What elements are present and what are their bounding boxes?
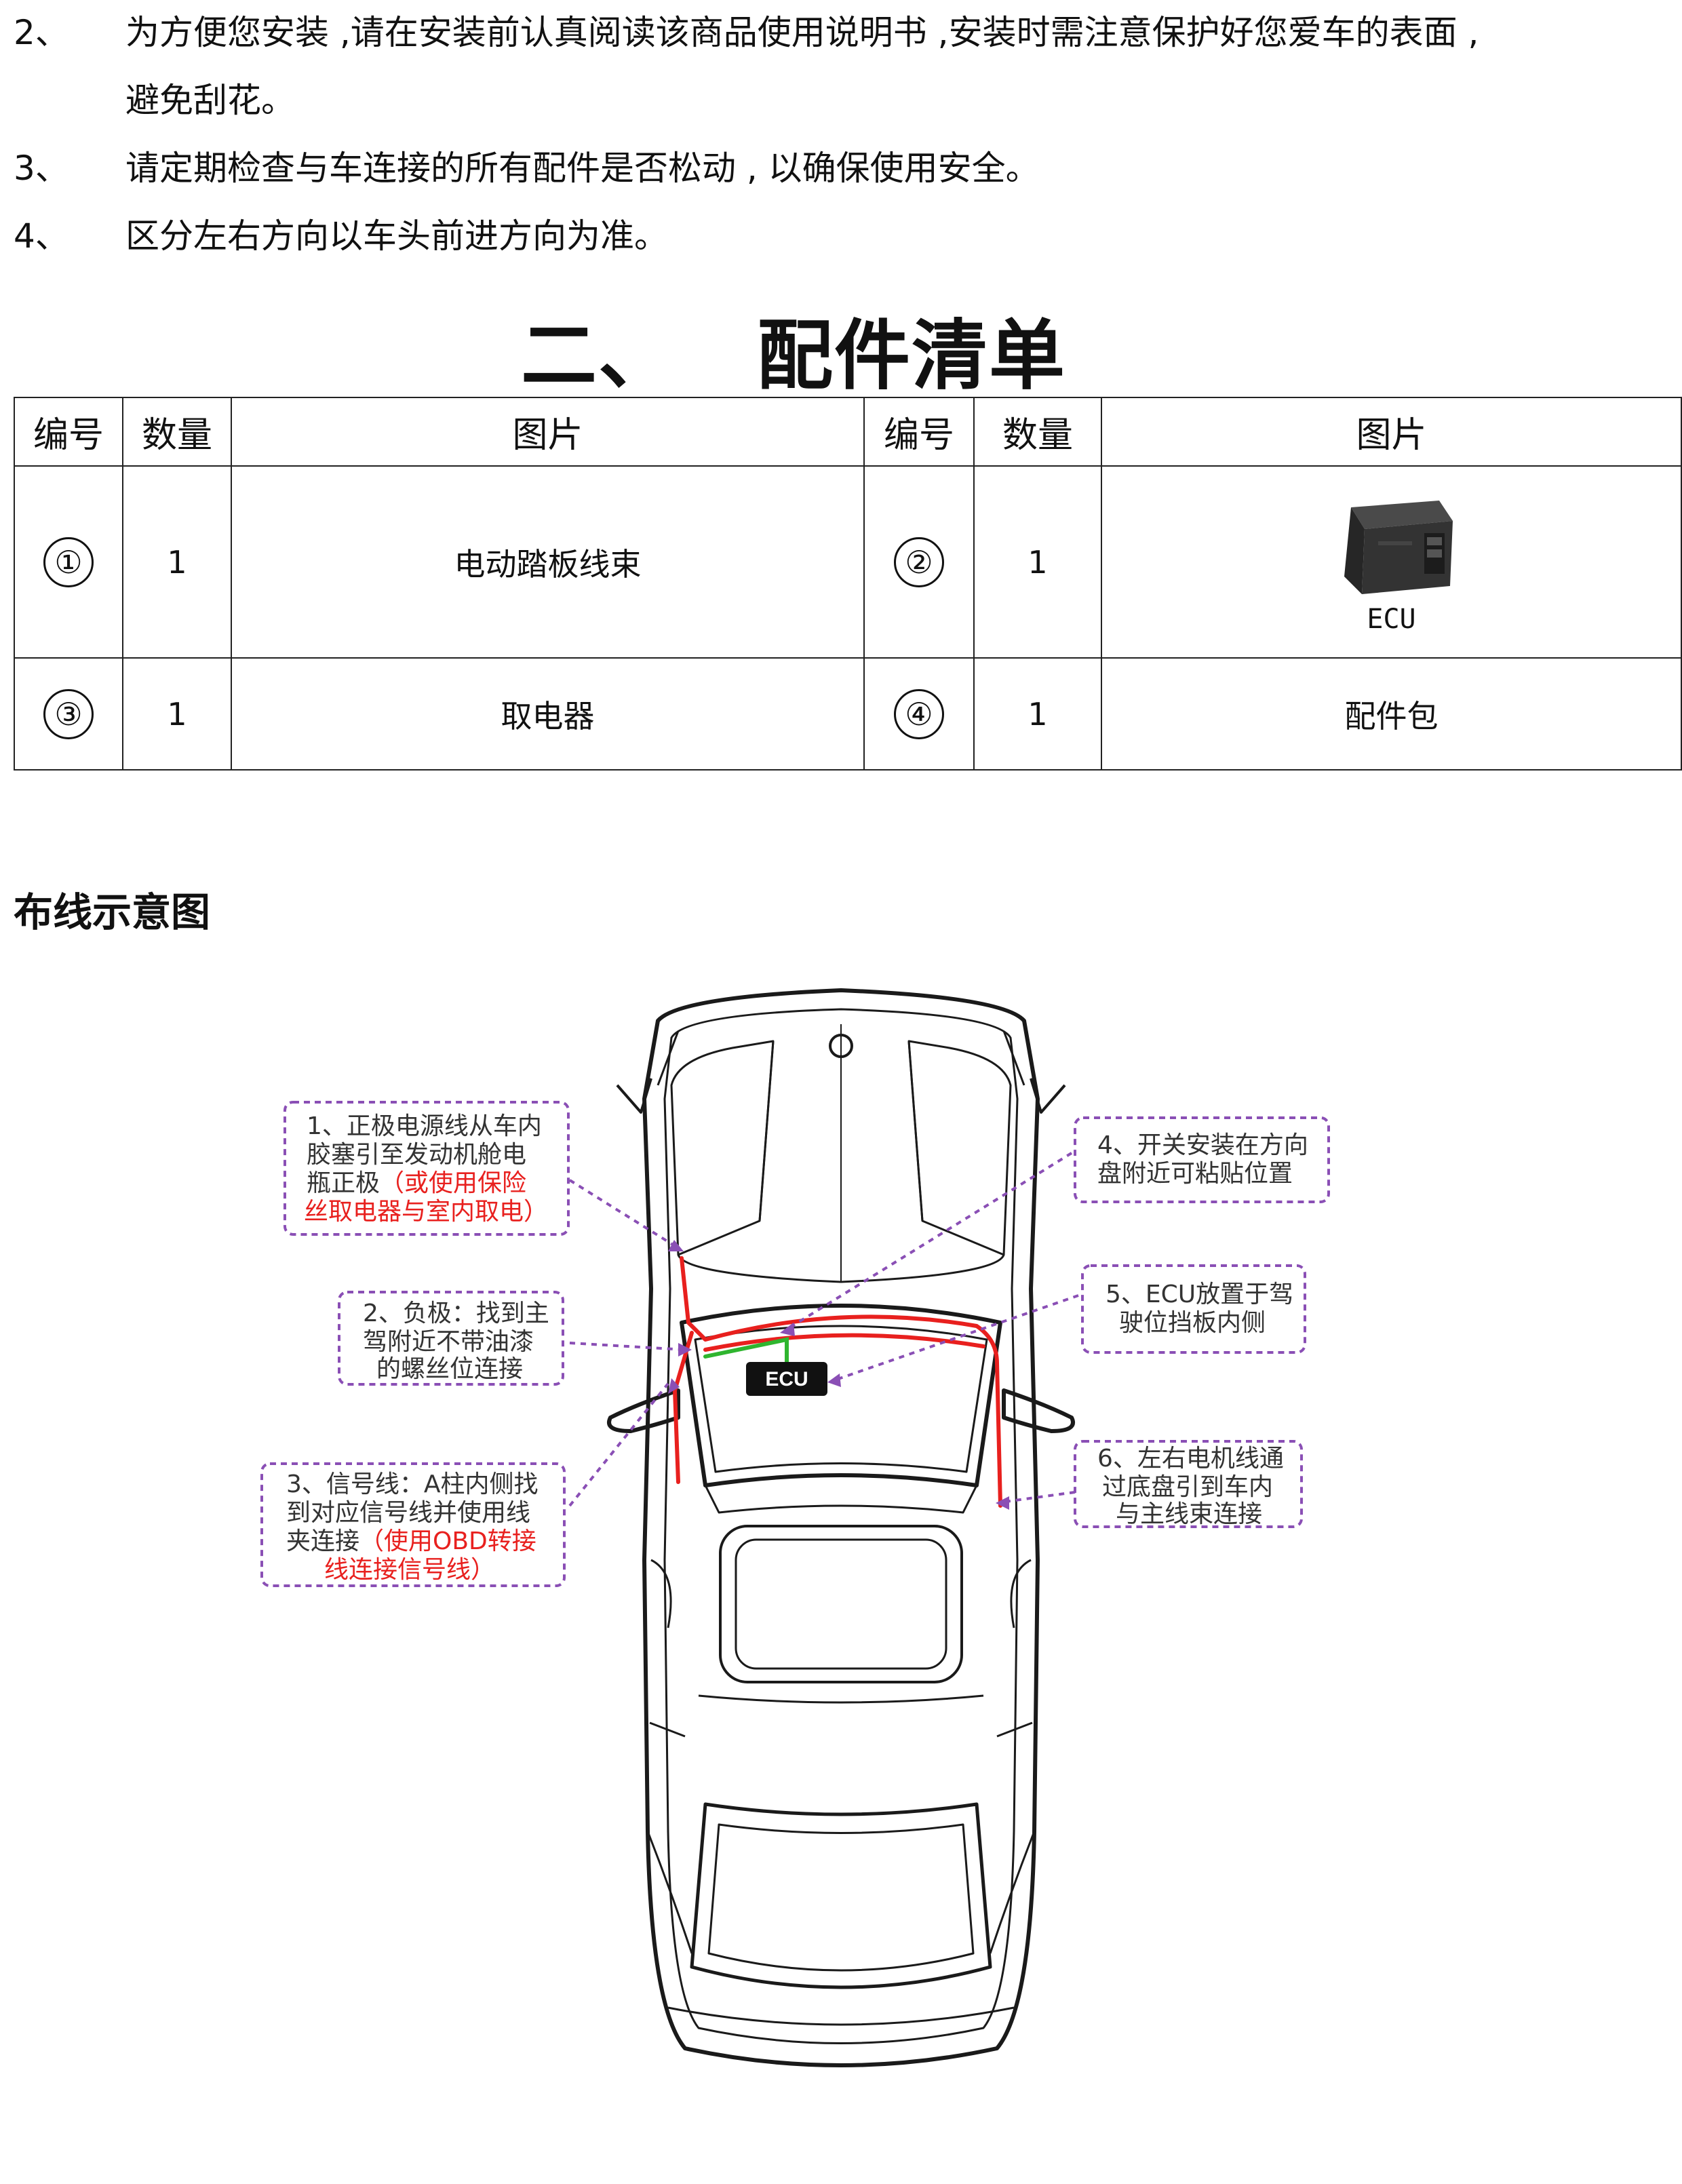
part-qty: 1 [973,465,1102,659]
note-text-line: 避免刮花。 [125,81,295,120]
note-text-line: 请定期检查与车连接的所有配件是否松动 , 以确保使用安全。 [125,149,1040,188]
header-cell: 数量 [973,397,1102,467]
callout-4: 4、开关安装在方向 盘附近可粘贴位置 [1097,1131,1308,1188]
ecu-label: ECU [765,1368,808,1390]
callout-text: 与主线束连接 [1116,1500,1262,1528]
callout-text: 5、ECU放置于驾 [1106,1281,1293,1308]
callout-6: 6、左右电机线通 过底盘引到车内 与主线束连接 [1097,1445,1284,1528]
leader-arrowheads [668,1240,1009,1510]
callout-boxes [260,1101,1330,1587]
parts-table: 编号 数量 图片 编号 数量 图片 ① 1 电动踏板线束 ② 1 ECU ③ 1… [14,397,1682,771]
part-name: ECU [1367,603,1416,635]
callout-3: 3、信号线：A柱内侧找 到对应信号线并使用线 夹连接（使用OBD转接 线连接信号… [286,1470,539,1584]
car-outline-icon [607,988,1075,2067]
table-row: ① 1 电动踏板线束 ② 1 ECU [14,465,1682,659]
ecu-box-icon [1344,500,1453,594]
part-id-cell: ④ [863,657,975,771]
note-2: 2、 为方便您安装 ,请在安装前认真阅读该商品使用说明书 ,安装时需注意保护好您… [14,12,1668,120]
section-title: 二、配件清单 [0,312,1587,400]
note-number: 3、 [14,149,69,188]
part-id: ② [894,537,944,587]
callout-text: 夹连接 [286,1527,359,1555]
table-row: ③ 1 取电器 ④ 1 配件包 [14,657,1682,771]
part-id-cell: ③ [14,657,123,771]
wiring-diagram-heading: 布线示意图 [14,889,211,935]
header-cell: 图片 [1101,397,1682,467]
section-number: 二、 [521,312,676,400]
callout-text: 3、信号线：A柱内侧找 [286,1470,539,1498]
part-id-cell: ② [863,465,975,659]
section-heading: 配件清单 [757,312,1066,400]
note-3: 3、 请定期检查与车连接的所有配件是否松动 , 以确保使用安全。 [14,148,1668,189]
part-id-cell: ① [14,465,123,659]
callout-text: 到对应信号线并使用线 [286,1499,530,1527]
part-name: 电动踏板线束 [231,465,865,659]
part-qty: 1 [122,465,232,659]
part-name: 配件包 [1101,657,1682,771]
callout-5: 5、ECU放置于驾 驶位挡板内侧 [1106,1281,1293,1337]
table-header-row: 编号 数量 图片 编号 数量 图片 [14,397,1682,467]
note-text-line: 区分左右方向以车头前进方向为准。 [125,216,668,256]
callout-text: 4、开关安装在方向 [1097,1131,1308,1159]
callout-text-mixed: 瓶正极（或使用保险 [307,1169,526,1197]
note-text-line: 为方便您安装 ,请在安装前认真阅读该商品使用说明书 ,安装时需注意保护好您爱车的… [125,13,1479,52]
callout-text-mixed: 夹连接（使用OBD转接 [286,1527,536,1555]
callout-text-red: （使用OBD转接 [359,1527,536,1555]
ecu-marker: ECU [746,1362,827,1396]
callout-2: 2、负极：找到主 驾附近不带油漆 的螺丝位连接 [363,1300,549,1383]
part-name: 取电器 [231,657,865,771]
header-cell: 图片 [231,397,865,467]
header-cell: 数量 [122,397,232,467]
callout-text: 1、正极电源线从车内 [307,1112,542,1140]
part-image-cell: ECU [1101,465,1682,659]
part-qty: 1 [122,657,232,771]
note-number: 2、 [14,13,69,52]
header-cell: 编号 [14,397,123,467]
callout-text: 6、左右电机线通 [1097,1445,1284,1473]
callout-text: 的螺丝位连接 [376,1355,523,1383]
part-id: ① [43,537,94,587]
callout-text: 过底盘引到车内 [1102,1473,1273,1501]
part-id: ③ [43,688,94,739]
callout-text: 2、负极：找到主 [363,1300,549,1327]
callout-text-red: （或使用保险 [380,1169,526,1197]
callout-text: 瓶正极 [307,1169,380,1197]
note-number: 4、 [14,216,69,256]
callout-text: 盘附近可粘贴位置 [1097,1160,1293,1188]
callout-text-red: 丝取电器与室内取电） [304,1198,548,1226]
callout-text: 驾附近不带油漆 [363,1328,534,1356]
callout-text: 驶位挡板内侧 [1119,1309,1266,1337]
callout-text: 胶塞引至发动机舱电 [307,1141,526,1169]
header-cell: 编号 [863,397,975,467]
part-id: ④ [894,688,944,739]
note-4: 4、 区分左右方向以车头前进方向为准。 [14,216,1668,256]
leader-lines [568,1152,1079,1507]
callout-text-red: 线连接信号线） [324,1556,495,1584]
part-qty: 1 [973,657,1102,771]
callout-1: 1、正极电源线从车内 胶塞引至发动机舱电 瓶正极（或使用保险 丝取电器与室内取电… [304,1112,548,1226]
